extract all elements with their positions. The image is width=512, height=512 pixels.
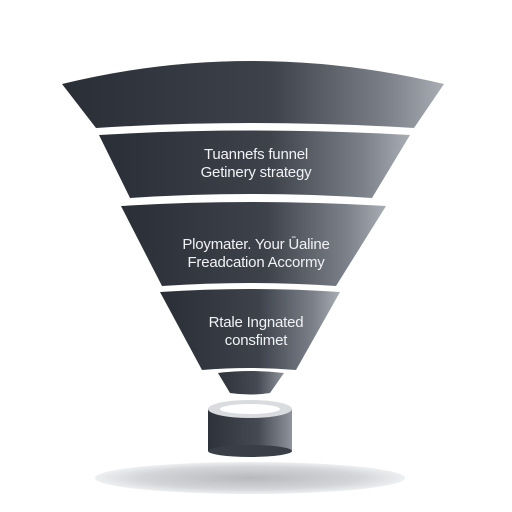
stage-2-label-line1: Tuannefs funnel: [203, 146, 309, 163]
stage-3-label-line2: Freadcation Accormy: [187, 254, 325, 271]
base-shadow: [95, 462, 405, 494]
funnel-stage-4: [160, 289, 340, 370]
separator-3: [159, 283, 339, 290]
funnel-stage-3: [121, 202, 386, 286]
stage-3-label: Ploymater. Your Ūaline Freadcation Accor…: [0, 236, 512, 272]
spout-opening: [220, 404, 280, 414]
stage-3-label-line1: Ploymater. Your Ūaline: [182, 236, 330, 253]
separator-2: [127, 194, 373, 202]
stage-4-label: Rtale Ingnated consfimet: [0, 314, 512, 350]
stage-4-label-line2: consfimet: [224, 332, 288, 349]
stage-2-label-line2: Getinery strategy: [200, 164, 312, 181]
funnel-stage-2: [99, 130, 410, 198]
funnel-stage-1: [62, 61, 444, 128]
separator-1: [95, 123, 413, 132]
stage-2-label: Tuannefs funnel Getinery strategy: [0, 146, 512, 182]
spout-bottom: [208, 445, 292, 457]
stage-4-label-line1: Rtale Ingnated: [208, 314, 304, 331]
funnel-tip: [218, 371, 284, 395]
